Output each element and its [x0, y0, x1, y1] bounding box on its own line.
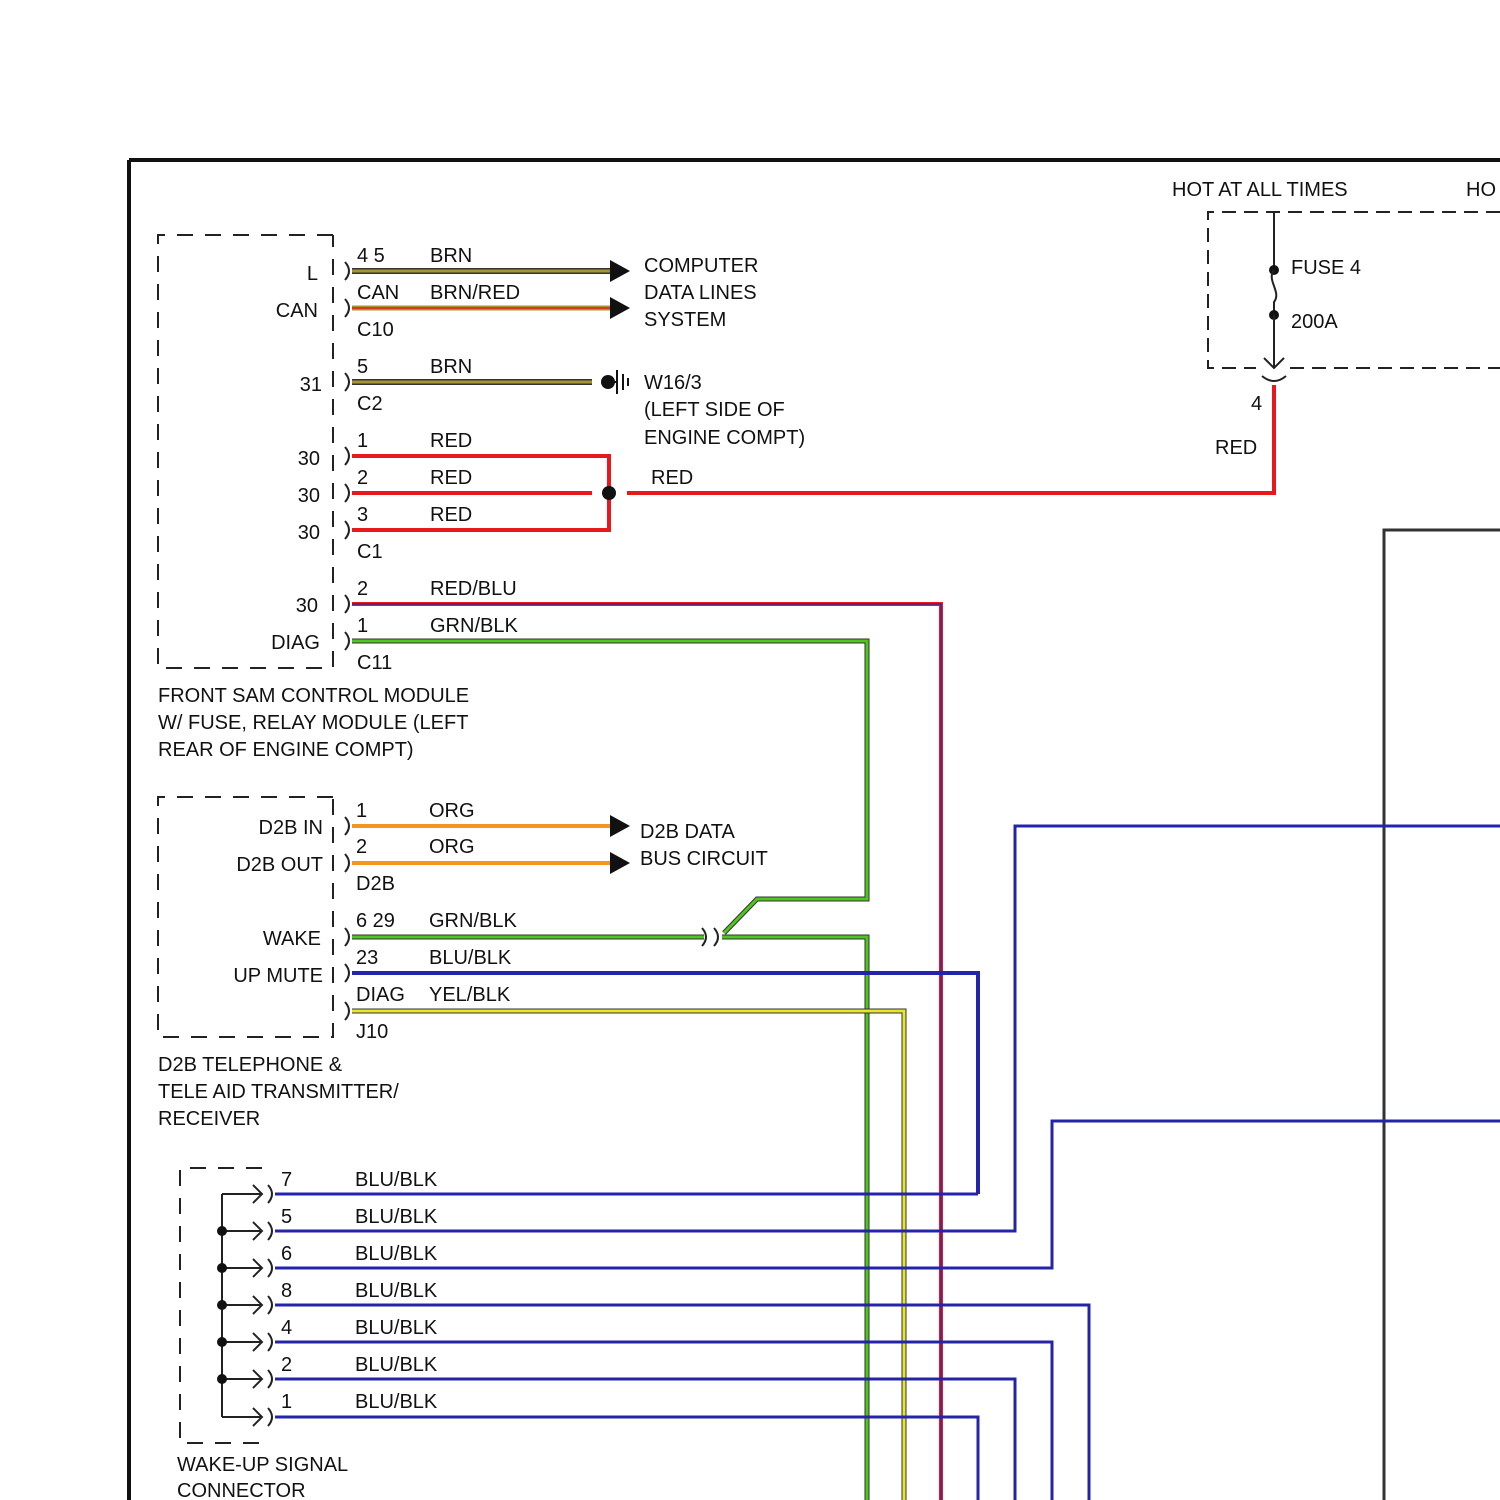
sam-pin-1b: 1	[357, 615, 368, 637]
wake-pin-7: 7	[281, 1169, 292, 1191]
connector-c11: C11	[357, 652, 392, 674]
tele-pin-1: 1	[356, 800, 367, 822]
tele-wire-grn-blk: GRN/BLK	[429, 910, 517, 932]
sam-cav-diag: DIAG	[271, 632, 320, 654]
sam-wire-brn: BRN	[430, 245, 472, 267]
tele-label-3: RECEIVER	[158, 1108, 260, 1130]
d2b-arrows	[610, 815, 630, 874]
sam-cav-can: CAN	[276, 300, 318, 322]
sam-wire-red-blu: RED/BLU	[430, 578, 517, 600]
hot-label-truncated: HO	[1466, 179, 1496, 201]
sam-cav-30b: 30	[298, 485, 320, 507]
wake-wire-7: BLU/BLK	[355, 1169, 438, 1191]
data-line-arrows	[610, 260, 630, 319]
wake-wire-4: BLU/BLK	[355, 1317, 438, 1339]
wake-wires	[275, 1194, 1089, 1500]
wake-pin-2: 2	[281, 1354, 292, 1376]
sam-label-3: REAR OF ENGINE COMPT)	[158, 739, 414, 761]
tele-wire-org-1: ORG	[429, 800, 475, 822]
connector-c2: C2	[357, 393, 383, 415]
sam-wire-red-2: RED	[430, 467, 472, 489]
sam-wire-brn-2: BRN	[430, 356, 472, 378]
splice-point	[602, 486, 616, 500]
right-rails	[275, 530, 1500, 1500]
sam-cav-31: 31	[300, 374, 322, 396]
fuse-box	[1208, 212, 1500, 381]
tele-cav-d2b-in: D2B IN	[259, 817, 323, 839]
sam-pin-5: 5	[357, 356, 368, 378]
sam-wires	[352, 271, 1275, 1500]
tele-cav-up-mute: UP MUTE	[233, 965, 323, 987]
sam-pin-2: 2	[357, 467, 368, 489]
sam-pin-2b: 2	[357, 578, 368, 600]
connector-d2b: D2B	[356, 873, 395, 895]
ground-loc-2: ENGINE COMPT)	[644, 427, 805, 449]
sam-terminals	[345, 262, 349, 650]
cdl-line-3: SYSTEM	[644, 309, 726, 331]
sam-pin-1: 1	[357, 430, 368, 452]
wake-wire-2: BLU/BLK	[355, 1354, 438, 1376]
inline-connector	[702, 928, 718, 946]
tele-wire-blu-blk: BLU/BLK	[429, 947, 512, 969]
sam-pin-3: 3	[357, 504, 368, 526]
diagram-frame	[129, 160, 1500, 1500]
connector-c10: C10	[357, 319, 394, 341]
cdl-line-1: COMPUTER	[644, 255, 758, 277]
tele-label-1: D2B TELEPHONE &	[158, 1054, 343, 1076]
wake-pin-5: 5	[281, 1206, 292, 1228]
sam-wire-red-1: RED	[430, 430, 472, 452]
sam-label-1: FRONT SAM CONTROL MODULE	[158, 685, 469, 707]
sam-cav-30a: 30	[298, 448, 320, 470]
sam-wire-red-3: RED	[430, 504, 472, 526]
hot-at-all-times-label: HOT AT ALL TIMES	[1172, 179, 1348, 201]
wake-wire-5: BLU/BLK	[355, 1206, 438, 1228]
ground-symbol	[601, 370, 628, 394]
wake-pin-8: 8	[281, 1280, 292, 1302]
tele-wire-org-2: ORG	[429, 836, 475, 858]
wake-pin-4: 4	[281, 1317, 292, 1339]
wake-wire-8: BLU/BLK	[355, 1280, 438, 1302]
sam-pin-45: 4 5	[357, 245, 385, 267]
splice-wire-color: RED	[651, 467, 693, 489]
tele-pin-23: 23	[356, 947, 378, 969]
connector-c1: C1	[357, 541, 383, 563]
wire-red-blu	[352, 604, 941, 1500]
sam-wire-brn-red: BRN/RED	[430, 282, 520, 304]
tele-wire-yel-blk: YEL/BLK	[429, 984, 511, 1006]
wake-wire-6: BLU/BLK	[355, 1243, 438, 1265]
d2b-bus-line-2: BUS CIRCUIT	[640, 848, 768, 870]
tele-terminals	[345, 817, 349, 1020]
sam-cav-30c: 30	[298, 522, 320, 544]
wake-wire-1: BLU/BLK	[355, 1391, 438, 1413]
wake-label-1: WAKE-UP SIGNAL	[177, 1454, 348, 1476]
sam-pin-can: CAN	[357, 282, 399, 304]
connector-j10: J10	[356, 1021, 388, 1043]
wake-bus	[217, 1194, 262, 1417]
sam-cav-l: L	[307, 263, 318, 285]
tele-cav-d2b-out: D2B OUT	[236, 854, 323, 876]
d2b-bus-line-1: D2B DATA	[640, 821, 735, 843]
wake-pin-1: 1	[281, 1391, 292, 1413]
fuse-rating: 200A	[1291, 311, 1338, 333]
tele-label-2: TELE AID TRANSMITTER/	[158, 1081, 399, 1103]
wake-label-2: CONNECTOR	[177, 1480, 306, 1500]
sam-label-2: W/ FUSE, RELAY MODULE (LEFT	[158, 712, 468, 734]
tele-pin-diag: DIAG	[356, 984, 405, 1006]
tele-pin-629: 6 29	[356, 910, 395, 932]
fuse-pin: 4	[1251, 393, 1262, 415]
tele-cav-wake: WAKE	[263, 928, 321, 950]
sam-wire-grn-blk: GRN/BLK	[430, 615, 518, 637]
wake-pin-6: 6	[281, 1243, 292, 1265]
ground-id: W16/3	[644, 372, 702, 394]
ground-loc-1: (LEFT SIDE OF	[644, 399, 785, 421]
fuse-wire-color: RED	[1215, 437, 1257, 459]
tele-pin-2: 2	[356, 836, 367, 858]
cdl-line-2: DATA LINES	[644, 282, 757, 304]
fuse-name: FUSE 4	[1291, 257, 1361, 279]
sam-cav-30d: 30	[296, 595, 318, 617]
